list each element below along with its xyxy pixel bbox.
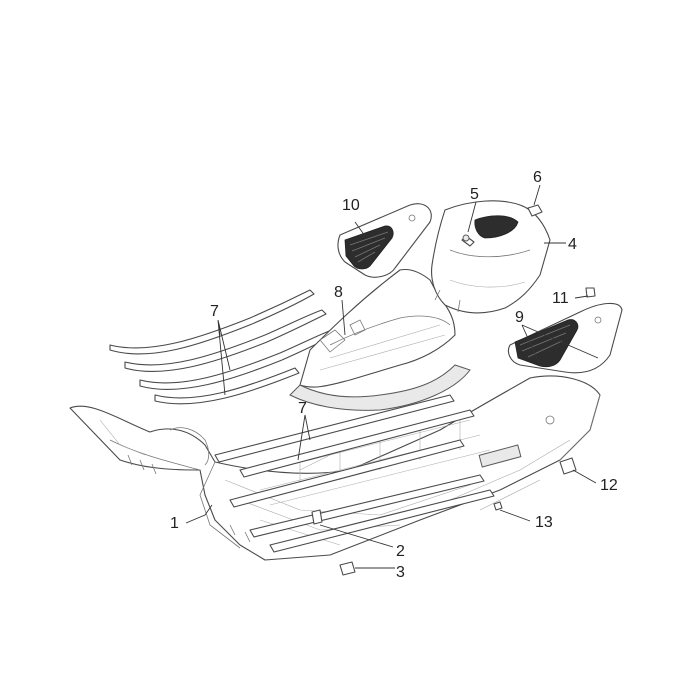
inner-tunnel-part <box>289 268 471 411</box>
left-footrest-part <box>337 203 432 278</box>
nut-12-part <box>559 457 577 475</box>
bolt-13-part <box>493 501 503 511</box>
callout-5: 5 <box>470 186 479 203</box>
callout-12: 12 <box>600 477 618 494</box>
callout-2: 2 <box>396 543 405 560</box>
callout-3: 3 <box>396 564 405 581</box>
screw-2-part <box>311 509 323 525</box>
right-footrest-part <box>507 302 623 374</box>
side-rail-part <box>214 394 495 553</box>
callout-7a: 7 <box>210 303 219 320</box>
callout-9: 9 <box>515 309 524 326</box>
clip-part <box>527 204 543 217</box>
clip-3-part <box>339 561 356 576</box>
callout-10: 10 <box>342 197 360 214</box>
callout-4: 4 <box>568 236 577 253</box>
leader-lines <box>185 184 599 569</box>
fastener-11-part <box>585 287 596 298</box>
callout-13: 13 <box>535 514 553 531</box>
callout-6: 6 <box>533 169 542 186</box>
callout-1: 1 <box>170 515 179 532</box>
callout-labels: 1 2 3 4 5 6 7 7 8 9 10 11 12 13 <box>170 169 618 581</box>
callout-8: 8 <box>334 284 343 301</box>
rear-cover-part <box>431 200 551 314</box>
screw-part <box>461 234 475 247</box>
callout-11: 11 <box>552 290 569 307</box>
callout-7b: 7 <box>298 400 307 417</box>
